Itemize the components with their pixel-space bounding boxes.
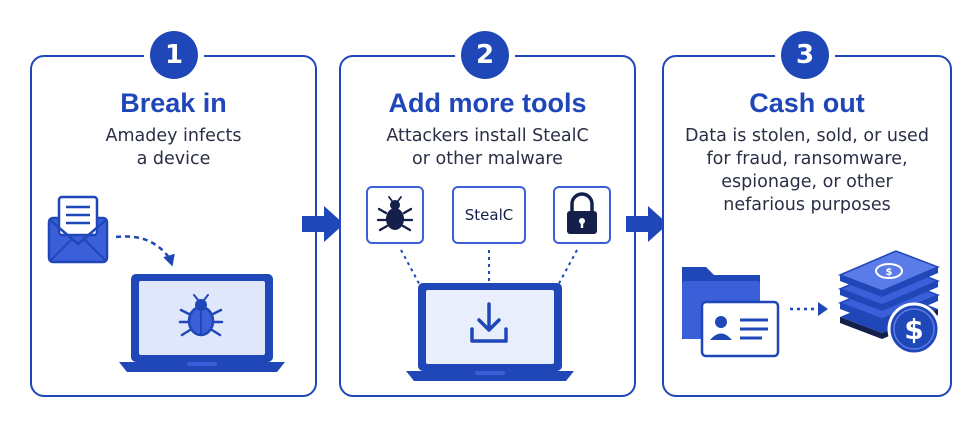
- step-2-number-badge: 2: [461, 31, 509, 79]
- step-3-description-line-4: nefarious purposes: [723, 195, 891, 215]
- id-card-icon: [700, 300, 780, 363]
- dotted-arrow-icon: [788, 299, 832, 324]
- stealc-tool-icon: StealC: [452, 186, 526, 244]
- step-3-description-line-1: Data is stolen, sold, or used: [685, 126, 929, 146]
- step-1-number-badge: 1: [150, 31, 198, 79]
- dollar-coin-icon: $: [886, 301, 942, 362]
- step-3-description-line-3: espionage, or other: [721, 172, 893, 192]
- step-1-description-line-2: a device: [136, 149, 211, 169]
- arrow-right-icon: [624, 204, 670, 249]
- arrow-right-icon: [300, 204, 346, 249]
- svg-text:$: $: [904, 313, 923, 346]
- step-2-title: Add more tools: [388, 88, 587, 118]
- bug-icon: [178, 294, 224, 345]
- step-3-description: Data is stolen, sold, or used for fraud,…: [664, 125, 950, 217]
- step-3-number-badge: 3: [781, 31, 829, 79]
- step-2-description: Attackers install StealC or other malwar…: [341, 125, 634, 171]
- step-3-panel: Cash out Data is stolen, sold, or used f…: [662, 55, 952, 397]
- download-icon: [465, 299, 513, 352]
- step-2-panel: Add more tools Attackers install StealC …: [339, 55, 636, 397]
- money-stack-icon: $: [834, 247, 946, 354]
- step-3-title: Cash out: [749, 88, 865, 118]
- stealc-label: StealC: [465, 206, 513, 224]
- lock-icon: [553, 186, 611, 244]
- step-1-panel: Break in Amadey infects a device: [30, 55, 317, 397]
- step-3-description-line-2: for fraud, ransomware,: [706, 149, 908, 169]
- bug-icon: [366, 186, 424, 244]
- step-1-description-line-1: Amadey infects: [105, 126, 242, 146]
- dashed-arrow-icon: [112, 225, 182, 274]
- email-icon: [45, 194, 111, 271]
- step-1-description: Amadey infects a device: [32, 125, 315, 171]
- step-2-description-line-2: or other malware: [412, 149, 563, 169]
- tool-connectors: StealC: [341, 182, 638, 387]
- step-1-title: Break in: [120, 88, 227, 118]
- svg-text:$: $: [886, 267, 893, 278]
- step-2-description-line-1: Attackers install StealC: [386, 126, 589, 146]
